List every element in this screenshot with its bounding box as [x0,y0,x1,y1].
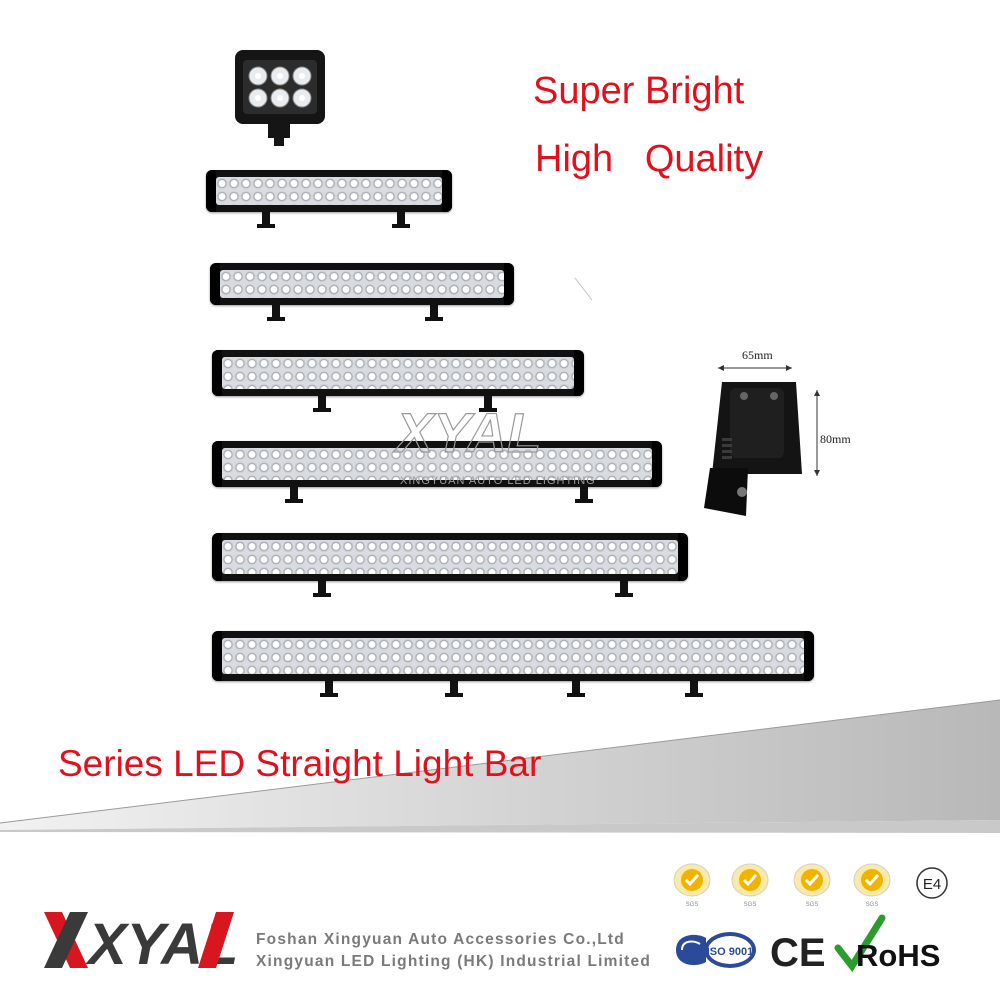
sgs-label: SGS [865,902,879,908]
light-bar-3 [212,350,584,396]
sgs-badge-icon: SGS [730,862,770,908]
light-bar-1 [206,170,452,212]
mount-bracket-icon [392,212,410,228]
sgs-label: SGS [805,902,819,908]
mount-bracket-icon [313,581,331,597]
iso-label: ISO 9001 [707,946,753,958]
mount-bracket-icon [567,681,585,697]
mount-bracket-icon [313,396,331,412]
tagline-super-bright: Super Bright [533,70,745,112]
mount-bracket-icon [479,396,497,412]
company-line-1: Foshan Xingyuan Auto Accessories Co.,Ltd [256,931,625,948]
iso-badge-icon: ISO 9001 [676,932,756,968]
tagline-high-quality: High Quality [535,138,764,180]
sgs-badge-icon: SGS [792,862,832,908]
work-light-icon [232,48,328,148]
e-mark-icon: E4 [916,867,948,899]
e-mark-label: E4 [923,876,941,893]
watermark-brand: XYAL [393,401,541,464]
mount-bracket-icon [445,681,463,697]
rohs-label: RoHS [856,938,940,973]
mount-bracket-icon [267,305,285,321]
dimension-width-label: 65mm [742,348,773,362]
company-line-2: Xingyuan LED Lighting (HK) Industrial Li… [256,953,651,970]
sgs-label: SGS [685,902,699,908]
light-bar-6 [212,631,814,681]
mount-bracket-icon [425,305,443,321]
side-view-diagram: 65mm 80mm [692,348,851,518]
mount-bracket-icon [320,681,338,697]
rohs-check-icon: RoHS [834,914,940,973]
company-logo: XYAL [44,912,238,974]
watermark-logo: XYAL XINGYUAN AUTO LED LIGHTING [392,400,596,487]
ce-label: CE [770,931,826,974]
ce-mark-icon: CE [770,931,826,974]
mount-bracket-icon [615,581,633,597]
watermark-subtitle: XINGYUAN AUTO LED LIGHTING [400,475,596,487]
series-title: Series LED Straight Light Bar [58,743,542,784]
mount-bracket-icon [257,212,275,228]
mount-bracket-icon [685,681,703,697]
sgs-badge-icon: SGS [672,862,712,908]
light-bar-5 [212,533,688,581]
light-bar-4 [212,441,662,487]
dimension-height-label: 80mm [820,432,851,446]
light-bar-2 [210,263,514,305]
mount-bracket-icon [285,487,303,503]
sgs-label: SGS [743,902,757,908]
mount-bracket-icon [575,487,593,503]
sgs-badge-icon: SGS [852,862,892,908]
